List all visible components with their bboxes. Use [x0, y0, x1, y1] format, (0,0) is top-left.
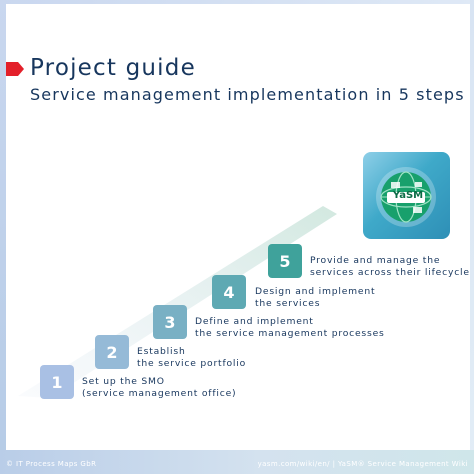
- yasm-logo-text: YaSM: [392, 190, 424, 201]
- step-4-badge: 4: [212, 275, 246, 309]
- step-4-line1: Design and implement: [255, 286, 376, 297]
- step-1-line2: (service management office): [82, 388, 237, 399]
- step-3-badge: 3: [153, 305, 187, 339]
- step-2-line1: Establish: [137, 346, 186, 357]
- step-3-line2: the service management processes: [195, 328, 385, 339]
- step-1-number: 1: [51, 372, 63, 392]
- step-3-line1: Define and implement: [195, 316, 314, 327]
- step-4-number: 4: [223, 282, 235, 302]
- footer-bar: © IT Process Maps GbR yasm.com/wiki/en/ …: [0, 450, 474, 474]
- step-4-label: Design and implement the services: [255, 286, 375, 310]
- frame-right: [470, 0, 474, 474]
- step-2-number: 2: [106, 342, 118, 362]
- step-1-line1: Set up the SMO: [82, 376, 165, 387]
- yasm-globe-icon: [376, 167, 436, 227]
- footer-copyright: © IT Process Maps GbR: [6, 460, 97, 468]
- step-2-badge: 2: [95, 335, 129, 369]
- footer-link[interactable]: yasm.com/wiki/en/ | YaSM® Service Manage…: [257, 460, 468, 468]
- step-2-line2: the service portfolio: [137, 358, 247, 369]
- yasm-logo: YaSM: [363, 152, 450, 239]
- frame-left: [0, 0, 6, 474]
- page-title: Project guide: [30, 55, 196, 81]
- step-5-line1: Provide and manage the: [310, 255, 441, 266]
- step-3-number: 3: [164, 312, 176, 332]
- step-2-label: Establish the service portfolio: [137, 346, 246, 370]
- step-1-label: Set up the SMO (service management offic…: [82, 376, 236, 400]
- step-5-badge: 5: [268, 244, 302, 278]
- step-1-badge: 1: [40, 365, 74, 399]
- step-3-label: Define and implement the service managem…: [195, 316, 385, 340]
- step-4-line2: the services: [255, 298, 321, 309]
- title-marker-icon: [6, 62, 24, 76]
- step-5-line2: services across their lifecycle: [310, 267, 470, 278]
- step-5-label: Provide and manage the services across t…: [310, 255, 470, 279]
- frame-top: [0, 0, 474, 4]
- step-5-number: 5: [279, 251, 291, 271]
- page-subtitle: Service management implementation in 5 s…: [30, 85, 465, 104]
